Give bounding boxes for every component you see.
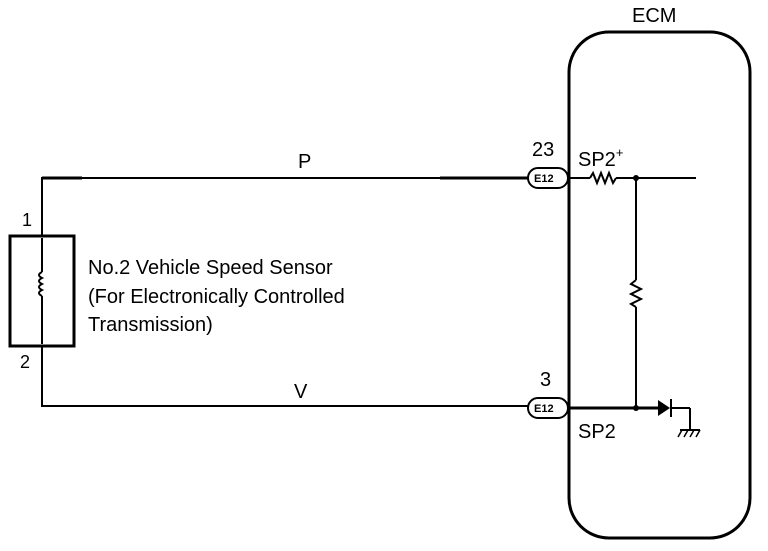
ecm-box: [567, 30, 752, 540]
ground-icon: [677, 429, 701, 438]
signal-sp2: SP2: [578, 421, 616, 443]
ecm-title: ECM: [632, 5, 676, 27]
connector-top-id: E12: [534, 173, 554, 185]
wire-p-label: P: [298, 151, 311, 173]
signal-sp2-plus: SP2+: [578, 145, 623, 171]
connector-top-pin: 23: [532, 139, 554, 161]
sensor-pin-2: 2: [20, 352, 30, 372]
connector-bottom-pin: 3: [540, 369, 551, 391]
sensor-name-line3: Transmission): [88, 314, 213, 336]
sensor-pin-1: 1: [22, 210, 32, 230]
resistor-pullup-icon: [628, 279, 644, 308]
sensor-name-line2: (For Electronically Controlled: [88, 286, 345, 308]
resistor-series-icon: [589, 170, 617, 186]
wire-v: [41, 346, 528, 407]
diode-icon: [658, 399, 672, 417]
wire-p: [41, 177, 528, 236]
connector-bottom-id: E12: [534, 403, 554, 415]
node-bottom: [633, 405, 639, 411]
ecm-internal-circuit: [568, 170, 700, 431]
sensor-coil-icon: [38, 238, 45, 344]
wire-v-label: V: [294, 381, 308, 403]
node-top: [633, 175, 639, 181]
sensor-name-line1: No.2 Vehicle Speed Sensor: [88, 257, 333, 279]
